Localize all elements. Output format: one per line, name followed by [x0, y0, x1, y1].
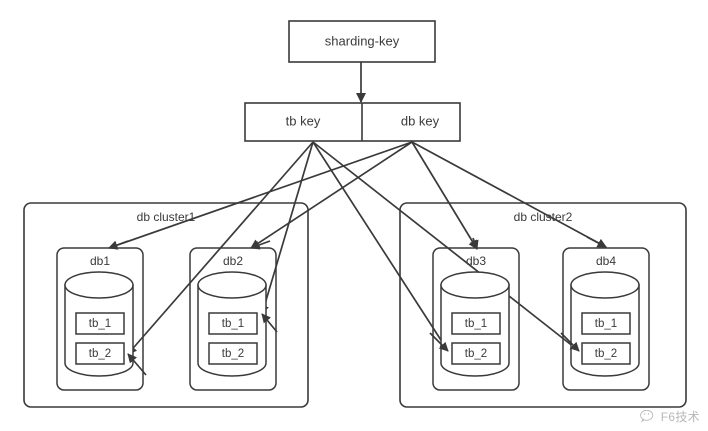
database-db3[interactable]: db3 tb_1 tb_2: [432, 247, 520, 391]
db3-tb1-label: tb_1: [465, 318, 487, 330]
db3-label: db3: [466, 254, 486, 268]
database-db1[interactable]: db1 tb_1 tb_2: [56, 247, 144, 391]
arrowhead-db1: [108, 240, 129, 250]
sharding-key-node[interactable]: sharding-key: [288, 20, 436, 63]
edge-tbkey-to-db4-tb2: [312, 141, 580, 352]
db-key-label[interactable]: db key: [401, 113, 440, 128]
edge-dbkey-to-db3: [411, 141, 478, 250]
database-db4[interactable]: db4 tb_1 tb_2: [562, 247, 650, 391]
table-db3-tb1[interactable]: tb_1: [451, 312, 501, 335]
edge-tbkey-to-db2-tb1: [259, 141, 314, 315]
edge-dbkey-to-db4: [411, 141, 607, 248]
sharding-key-label: sharding-key: [325, 33, 400, 48]
db1-label: db1: [90, 254, 110, 268]
table-db2-tb1[interactable]: tb_1: [208, 312, 258, 335]
db3-cylinder-top: [440, 271, 510, 299]
cluster-db-cluster1: db cluster1 db1 tb_1 tb_2: [23, 202, 309, 408]
table-db2-tb2[interactable]: tb_2: [208, 342, 258, 365]
key-router-node: tb key db key: [244, 102, 461, 142]
db1-tb1-label: tb_1: [89, 318, 111, 330]
db2-label: db2: [223, 254, 243, 268]
db1-tb2-label: tb_2: [89, 348, 111, 360]
table-db1-tb2[interactable]: tb_2: [75, 342, 125, 365]
db2-tb1-label: tb_1: [222, 318, 244, 330]
db4-tb2-label: tb_2: [595, 348, 617, 360]
arrowhead-db2-tb1: [261, 313, 278, 333]
edge-arrowheads-overlay: [108, 236, 607, 376]
db-cluster2-label: db cluster2: [514, 210, 573, 224]
arrowhead-db3-tb2: [429, 332, 449, 352]
db-cluster1-label: db cluster1: [137, 210, 196, 224]
database-db2[interactable]: db2 tb_1 tb_2: [189, 247, 277, 391]
db2-cylinder-top: [197, 271, 267, 299]
table-db1-tb1[interactable]: tb_1: [75, 312, 125, 335]
edge-dbkey-to-db2: [250, 141, 413, 249]
table-db3-tb2[interactable]: tb_2: [451, 342, 501, 365]
db4-cylinder-top: [570, 271, 640, 299]
arrowhead-db4-tb2: [560, 332, 580, 352]
db3-tb2-label: tb_2: [465, 348, 487, 360]
db4-tb1-label: tb_1: [595, 318, 617, 330]
table-db4-tb2[interactable]: tb_2: [581, 342, 631, 365]
db4-label: db4: [596, 254, 616, 268]
arrowhead-db3: [469, 237, 479, 250]
edge-dbkey-to-db1: [108, 141, 413, 250]
edge-tbkey-to-db3-tb2: [312, 141, 449, 352]
tb-key-label[interactable]: tb key: [286, 113, 321, 128]
arrowhead-db1-tb2: [127, 353, 147, 376]
db2-tb2-label: tb_2: [222, 348, 244, 360]
arrowhead-db4: [586, 236, 607, 248]
cluster-db-cluster2: db cluster2 db3 tb_1 tb_2 db4: [399, 202, 687, 408]
arrowhead-db2: [250, 240, 271, 250]
db1-cylinder-top: [64, 271, 134, 299]
table-db4-tb1[interactable]: tb_1: [581, 312, 631, 335]
